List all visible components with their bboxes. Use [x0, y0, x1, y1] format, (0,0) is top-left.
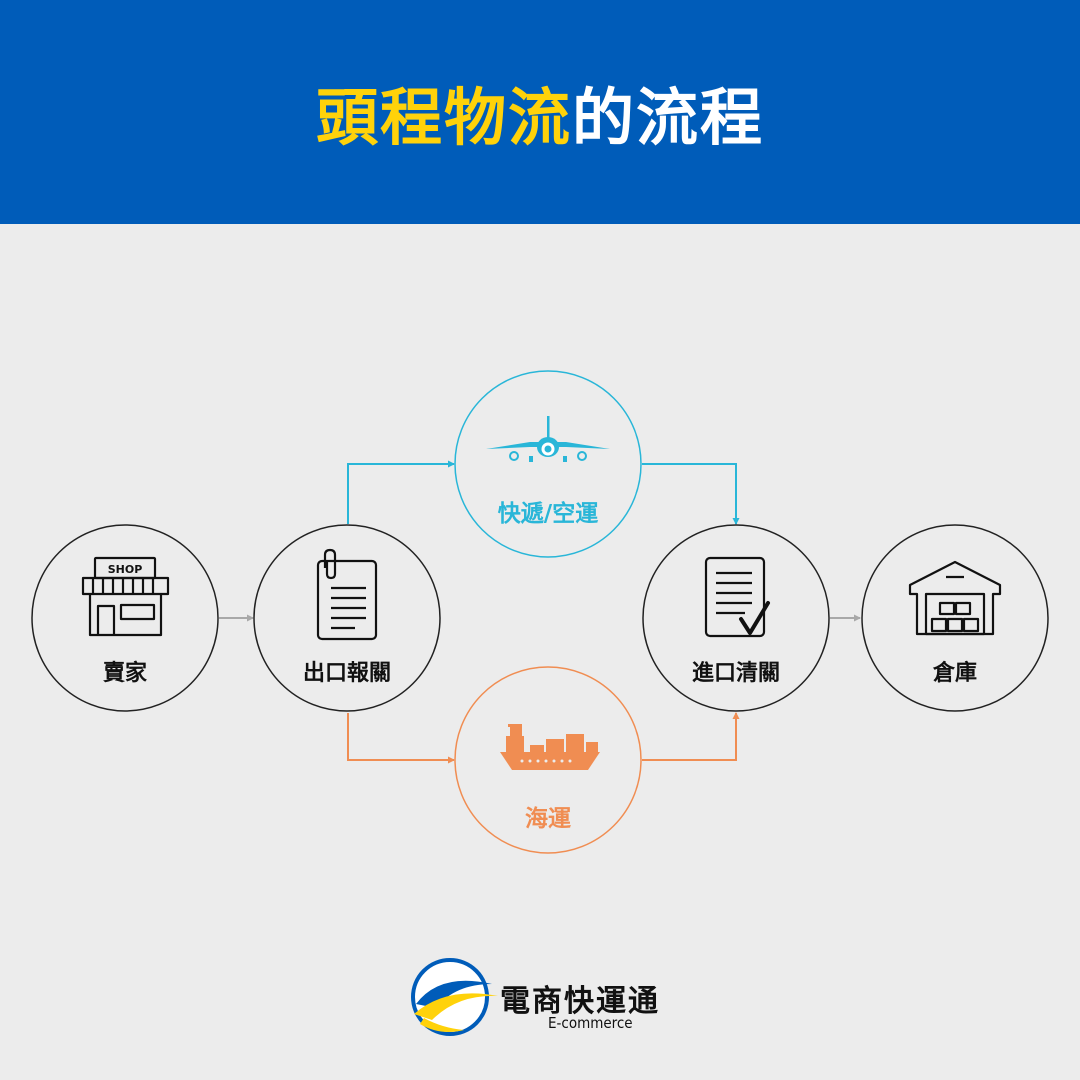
- label-sea-freight: 海運: [525, 806, 571, 832]
- shop-sign-text: SHOP: [108, 563, 143, 576]
- connector-air-import: [642, 463, 740, 525]
- label-seller: 賣家: [102, 661, 147, 686]
- logo-icon: [411, 958, 498, 1036]
- label-import-clearance: 進口清關: [691, 661, 780, 686]
- header-banner: [0, 0, 1080, 224]
- logo-name: 電商快運通: [500, 984, 660, 1019]
- node-seller: [31, 524, 219, 712]
- page-title: 頭程物流的流程: [0, 78, 1080, 158]
- node-export-declaration: [253, 524, 441, 712]
- connector-export-sea: [347, 713, 455, 764]
- logo-subtitle: E-commerce: [548, 1014, 633, 1032]
- title-rest: 的流程: [572, 81, 765, 154]
- connector-export-air: [347, 460, 455, 524]
- label-export-declaration: 出口報關: [302, 661, 391, 686]
- node-import-clearance: [642, 524, 830, 712]
- title-highlight: 頭程物流: [315, 81, 572, 154]
- document-clip-icon: [316, 548, 378, 641]
- label-air-express: 快遞/空運: [497, 501, 599, 527]
- node-warehouse: [861, 524, 1049, 712]
- label-warehouse: 倉庫: [932, 661, 977, 686]
- document-check-icon: [704, 556, 770, 638]
- node-sea-freight: [454, 666, 642, 854]
- connector-sea-import: [642, 712, 740, 761]
- shop-icon: SHOP: [81, 556, 170, 637]
- cargo-ship-icon: [500, 724, 600, 770]
- node-air-express: [454, 370, 642, 558]
- ship-portholes: [520, 759, 572, 763]
- warehouse-icon: [908, 560, 1002, 636]
- airplane-icon: [486, 416, 610, 462]
